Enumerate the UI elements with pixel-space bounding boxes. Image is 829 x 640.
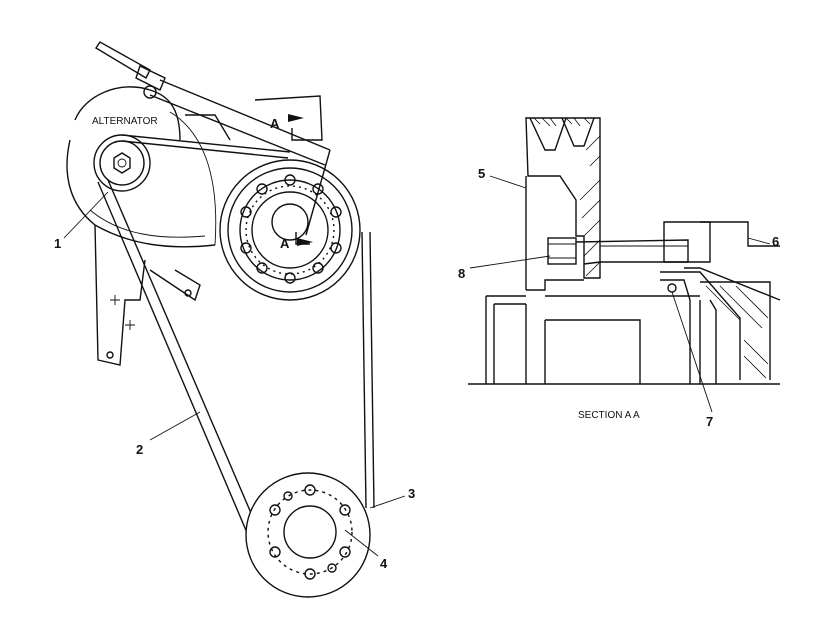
callout-4: 4 xyxy=(380,556,388,571)
callouts-right: 5 6 8 7 xyxy=(458,166,779,429)
callout-6: 6 xyxy=(772,234,779,249)
callout-2: 2 xyxy=(136,442,143,457)
crankshaft-pulley-bolts xyxy=(269,484,351,580)
section-arrow-top-icon xyxy=(288,114,304,122)
alternator-housing: ALTERNATOR xyxy=(66,86,231,366)
bolt xyxy=(547,237,689,265)
hub-section xyxy=(660,221,781,380)
callouts-left: 1 2 3 4 xyxy=(54,191,415,571)
callout-3: 3 xyxy=(408,486,415,501)
section-caption: SECTION A A xyxy=(578,410,640,421)
alternator-pulley xyxy=(93,134,151,192)
belt-drive-view: ALTERNATOR xyxy=(54,41,415,598)
long-belt xyxy=(97,179,375,569)
callout-1: 1 xyxy=(54,236,61,251)
callout-5: 5 xyxy=(478,166,485,181)
crankshaft-body xyxy=(468,295,780,385)
section-arrow-bottom-icon xyxy=(297,238,313,246)
fan-pulley xyxy=(219,159,361,301)
section-cut-line: A A xyxy=(254,95,331,251)
section-marker-top: A xyxy=(270,116,280,131)
alternator-label: ALTERNATOR xyxy=(92,116,158,127)
crankshaft-pulley xyxy=(245,472,371,598)
upper-belt xyxy=(121,134,291,159)
section-aa-view: 5 6 8 7 SECTION A A xyxy=(458,117,781,429)
callout-8: 8 xyxy=(458,266,465,281)
pulley-section xyxy=(525,117,601,291)
section-marker-bottom: A xyxy=(280,236,290,251)
callout-7: 7 xyxy=(706,414,713,429)
